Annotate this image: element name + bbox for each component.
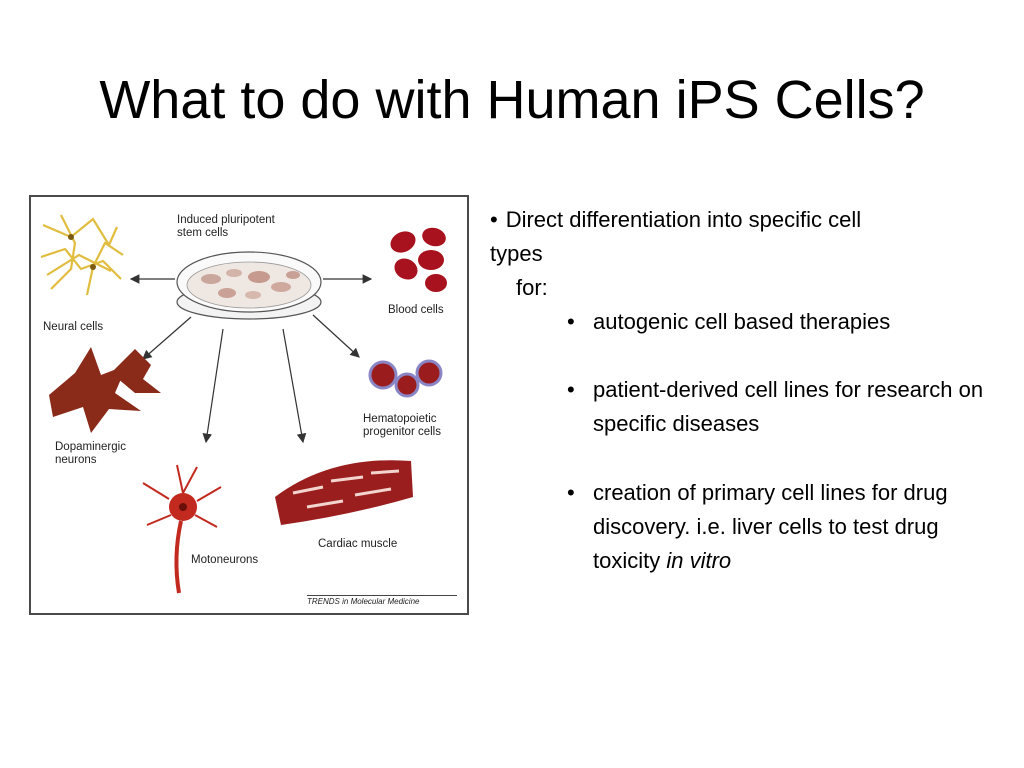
bullet-dot: • bbox=[567, 377, 575, 402]
slide-title: What to do with Human iPS Cells? bbox=[99, 70, 925, 130]
label-dopaminergic-neurons: Dopaminergic neurons bbox=[55, 441, 126, 466]
label-neural-cells: Neural cells bbox=[43, 321, 104, 333]
neural-cells-icon bbox=[40, 214, 124, 296]
sub-bullet-3: • creation of primary cell lines for dru… bbox=[567, 476, 1003, 578]
petri-dish-icon bbox=[176, 251, 322, 320]
sub-bullet-3-text: creation of primary cell lines for drug … bbox=[593, 480, 948, 573]
intro-line-3: for: bbox=[516, 275, 548, 300]
label-cardiac-muscle: Cardiac muscle bbox=[318, 538, 398, 550]
label-blood-cells: Blood cells bbox=[388, 304, 444, 316]
figure-credit: TRENDS in Molecular Medicine bbox=[307, 595, 457, 606]
motoneuron-icon bbox=[142, 464, 222, 594]
intro-line-2: types bbox=[490, 241, 543, 266]
intro-line-1: Direct differentiation into specific cel… bbox=[490, 207, 861, 232]
sub-bullet-3-italic: in vitro bbox=[666, 548, 732, 573]
sub-bullet-1: • autogenic cell based therapies bbox=[567, 305, 1003, 339]
sub-bullet-1-text: autogenic cell based therapies bbox=[593, 309, 891, 334]
sub-bullet-2: • patient-derived cell lines for researc… bbox=[567, 373, 1003, 441]
label-ips-cells: Induced pluripotent stem cells bbox=[177, 214, 275, 239]
figure-illustration bbox=[40, 214, 447, 594]
label-hematopoietic-cells: Hematopoietic progenitor cells bbox=[363, 413, 441, 438]
sub-bullet-2-text: patient-derived cell lines for research … bbox=[593, 377, 984, 436]
bullet-dot: • bbox=[567, 480, 575, 505]
bullet-list: Direct differentiation into specific cel… bbox=[490, 203, 1010, 305]
bullet-dot: • bbox=[567, 309, 575, 334]
dopaminergic-neurons-icon bbox=[49, 347, 161, 433]
cardiac-muscle-icon bbox=[275, 460, 413, 525]
blood-cells-icon bbox=[390, 227, 447, 292]
hematopoietic-cells-icon bbox=[368, 359, 443, 398]
differentiation-arrows bbox=[129, 274, 373, 444]
label-motoneurons: Motoneurons bbox=[191, 554, 259, 566]
intro-bullet: Direct differentiation into specific cel… bbox=[490, 203, 1010, 305]
ips-differentiation-figure: Induced pluripotent stem cells Neural ce… bbox=[29, 195, 469, 615]
